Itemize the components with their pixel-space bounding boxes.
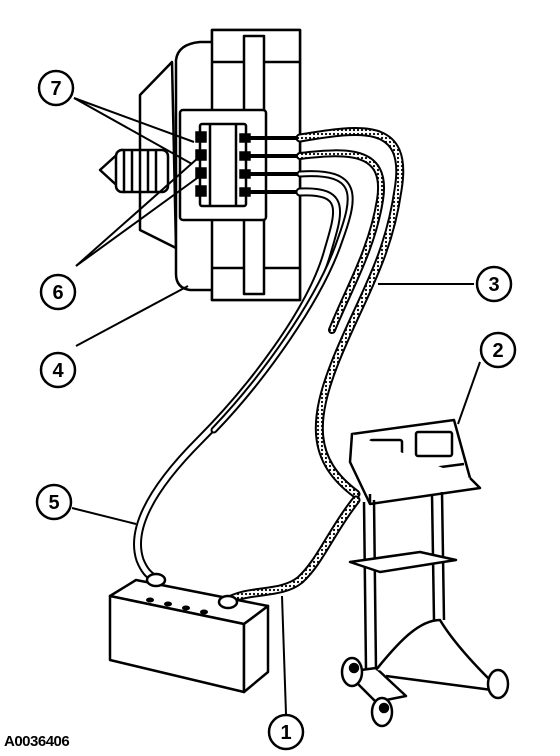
svg-text:3: 3 [488, 274, 499, 296]
terminal-connector [195, 131, 251, 197]
generator-housing [98, 28, 302, 302]
generator-leads [248, 136, 302, 194]
battery [108, 572, 270, 694]
callout-6: 6 [39, 273, 77, 311]
svg-text:7: 7 [50, 78, 61, 100]
callout-3: 3 [475, 265, 513, 303]
battery-negative-cable [221, 495, 361, 607]
svg-text:6: 6 [52, 282, 63, 304]
callout-1: 1 [267, 713, 305, 751]
svg-text:5: 5 [48, 492, 59, 514]
figure-code: A0036406 [4, 733, 70, 750]
leader-lines [71, 97, 481, 715]
tester-cable [295, 127, 405, 499]
tester-cart [340, 418, 510, 728]
battery-positive-cable [133, 170, 354, 585]
callout-5: 5 [35, 483, 73, 521]
callout-2: 2 [479, 331, 517, 369]
callout-4: 4 [39, 351, 77, 389]
svg-text:2: 2 [492, 340, 503, 362]
callout-7: 7 [37, 69, 75, 107]
svg-text:1: 1 [280, 722, 291, 744]
svg-text:4: 4 [52, 360, 64, 382]
